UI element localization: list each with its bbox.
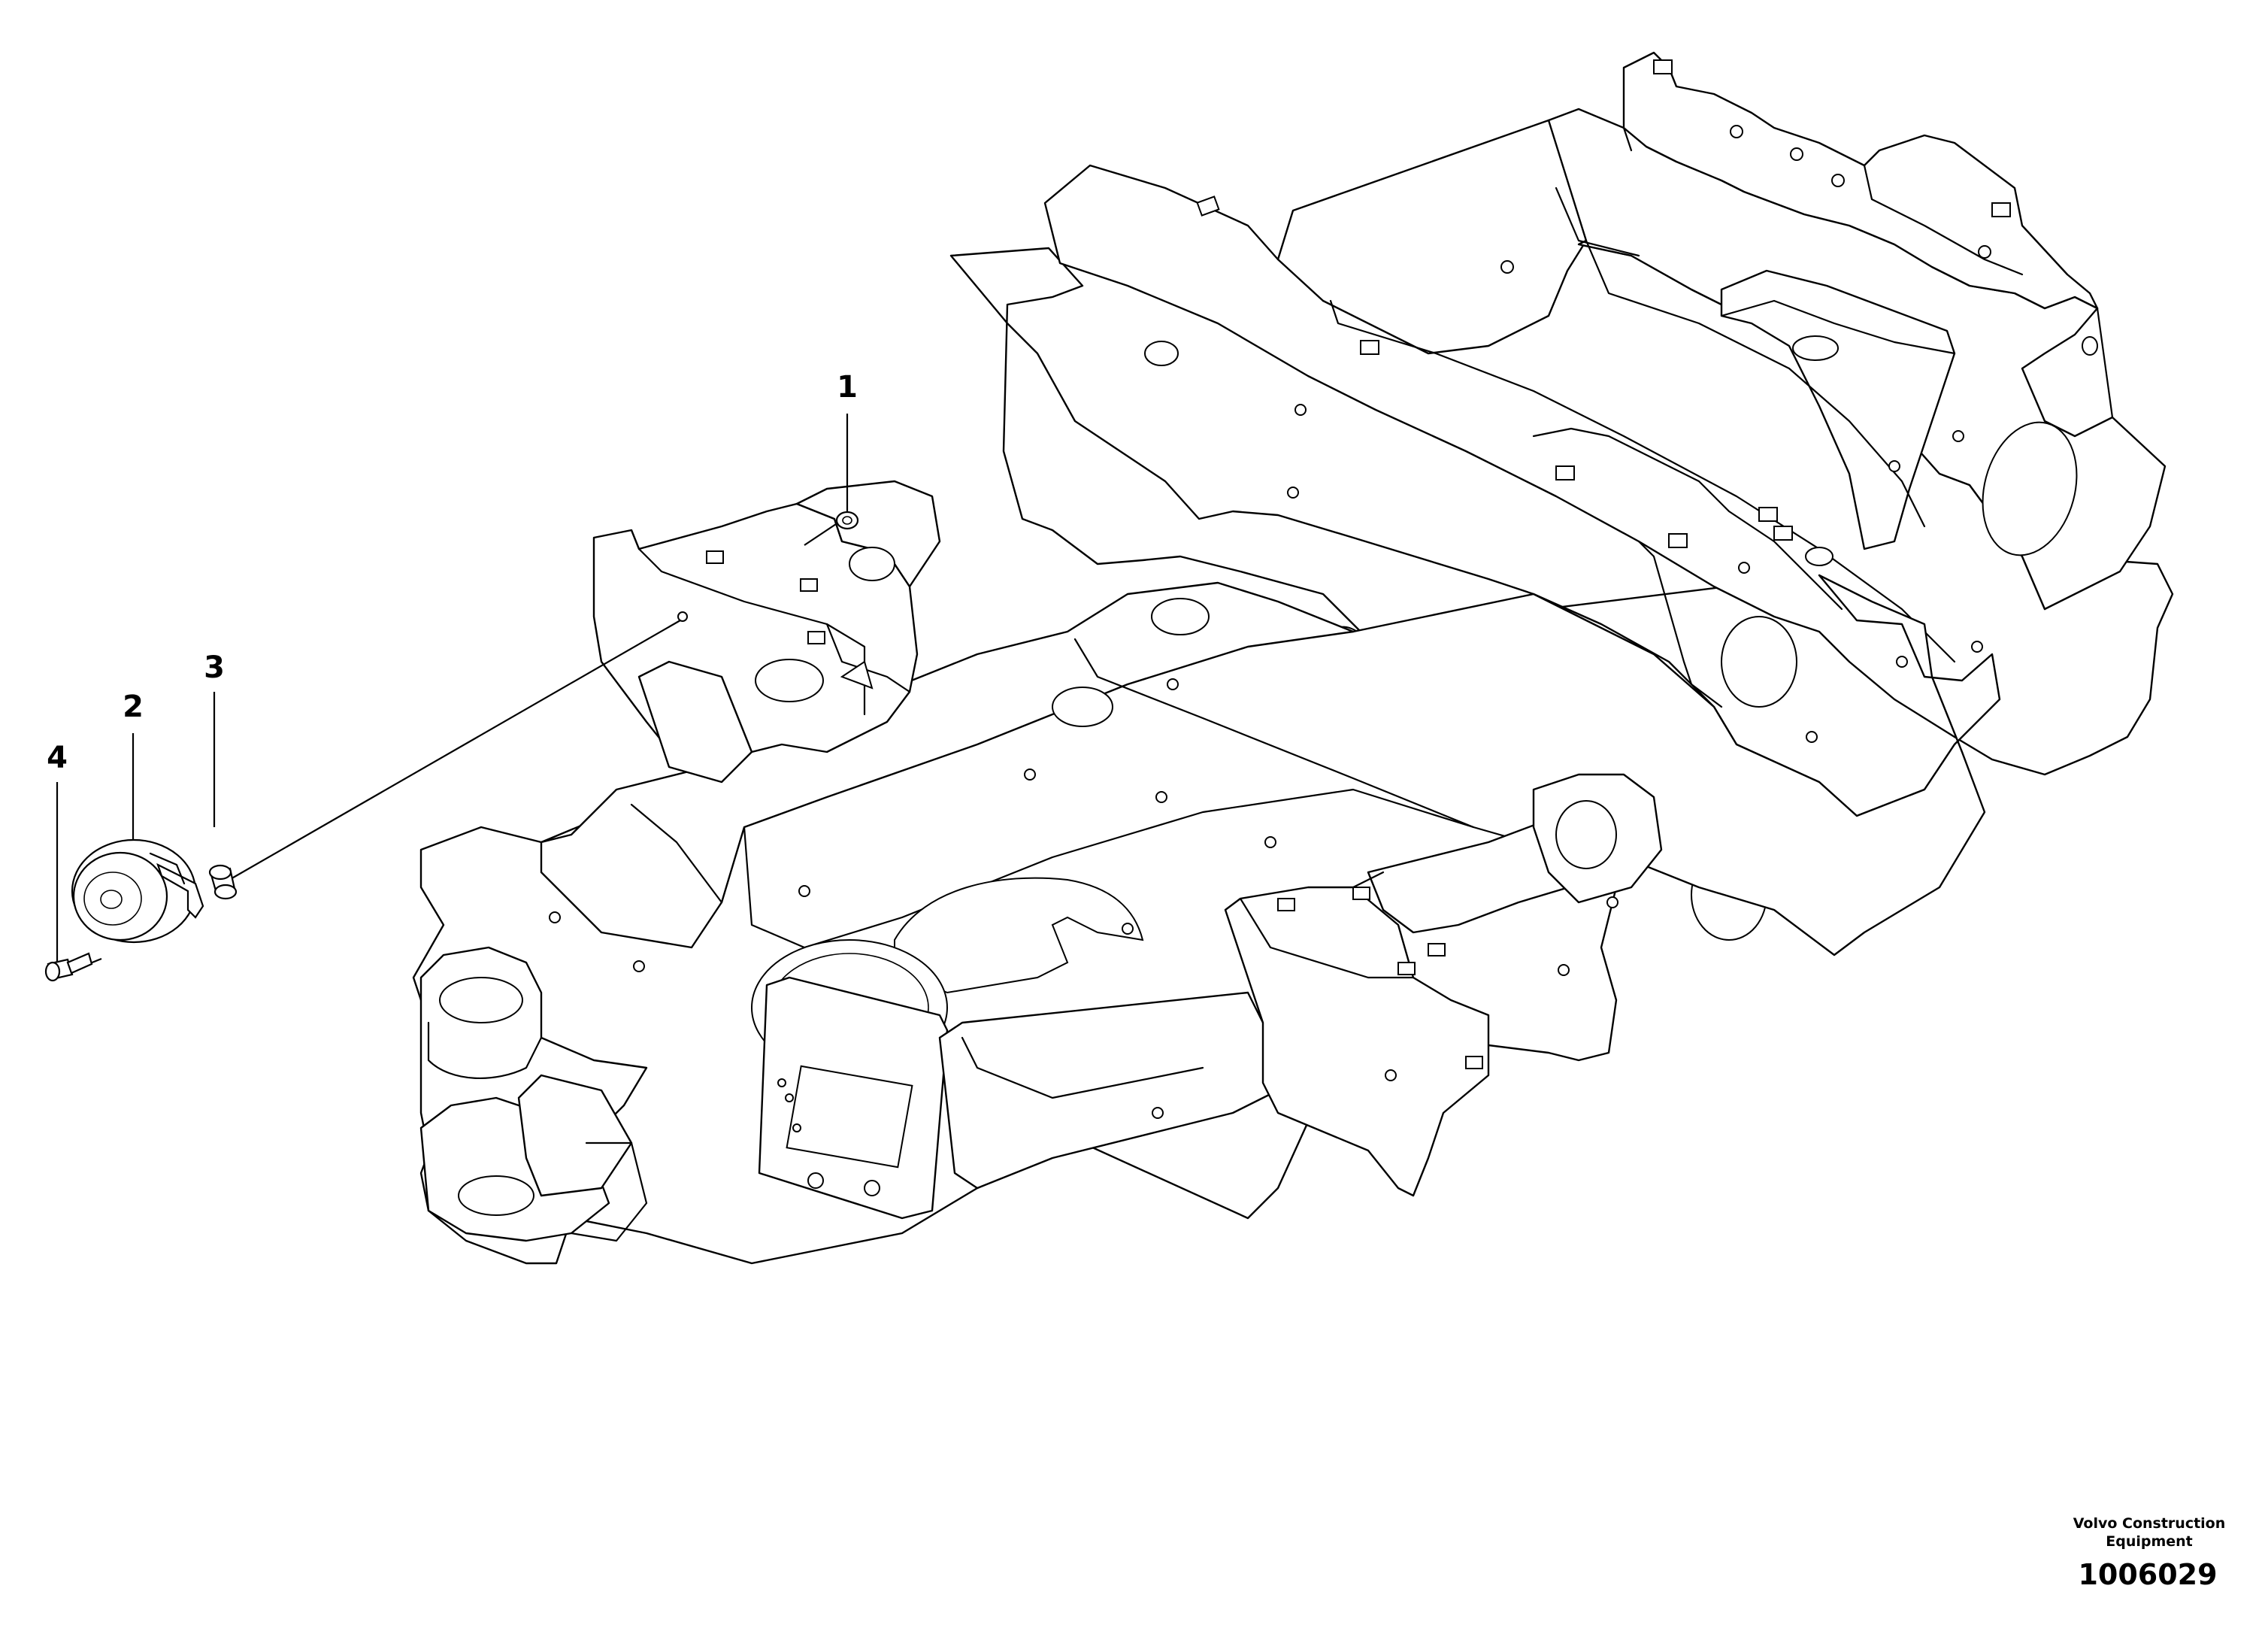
lower-frame (412, 480, 2001, 1265)
brand-line-1: Volvo Construction (2073, 1515, 2226, 1532)
figure-number: 1006029 (2078, 1558, 2218, 1591)
callout-1: 1 (837, 370, 858, 405)
assembly-line-nut (804, 522, 839, 546)
callout-2: 2 (123, 690, 144, 724)
brand-line-2: Equipment (2106, 1533, 2193, 1550)
leader-lines (56, 414, 849, 970)
brand-label: Volvo Construction Equipment (2059, 1514, 2239, 1551)
part-3-spacer (208, 864, 238, 900)
part-2-horn (71, 838, 204, 944)
callout-4: 4 (47, 741, 68, 775)
part-1-nut (835, 511, 859, 530)
assembly-line (229, 620, 681, 881)
callout-3: 3 (204, 650, 225, 685)
part-4-bolt (44, 952, 93, 982)
